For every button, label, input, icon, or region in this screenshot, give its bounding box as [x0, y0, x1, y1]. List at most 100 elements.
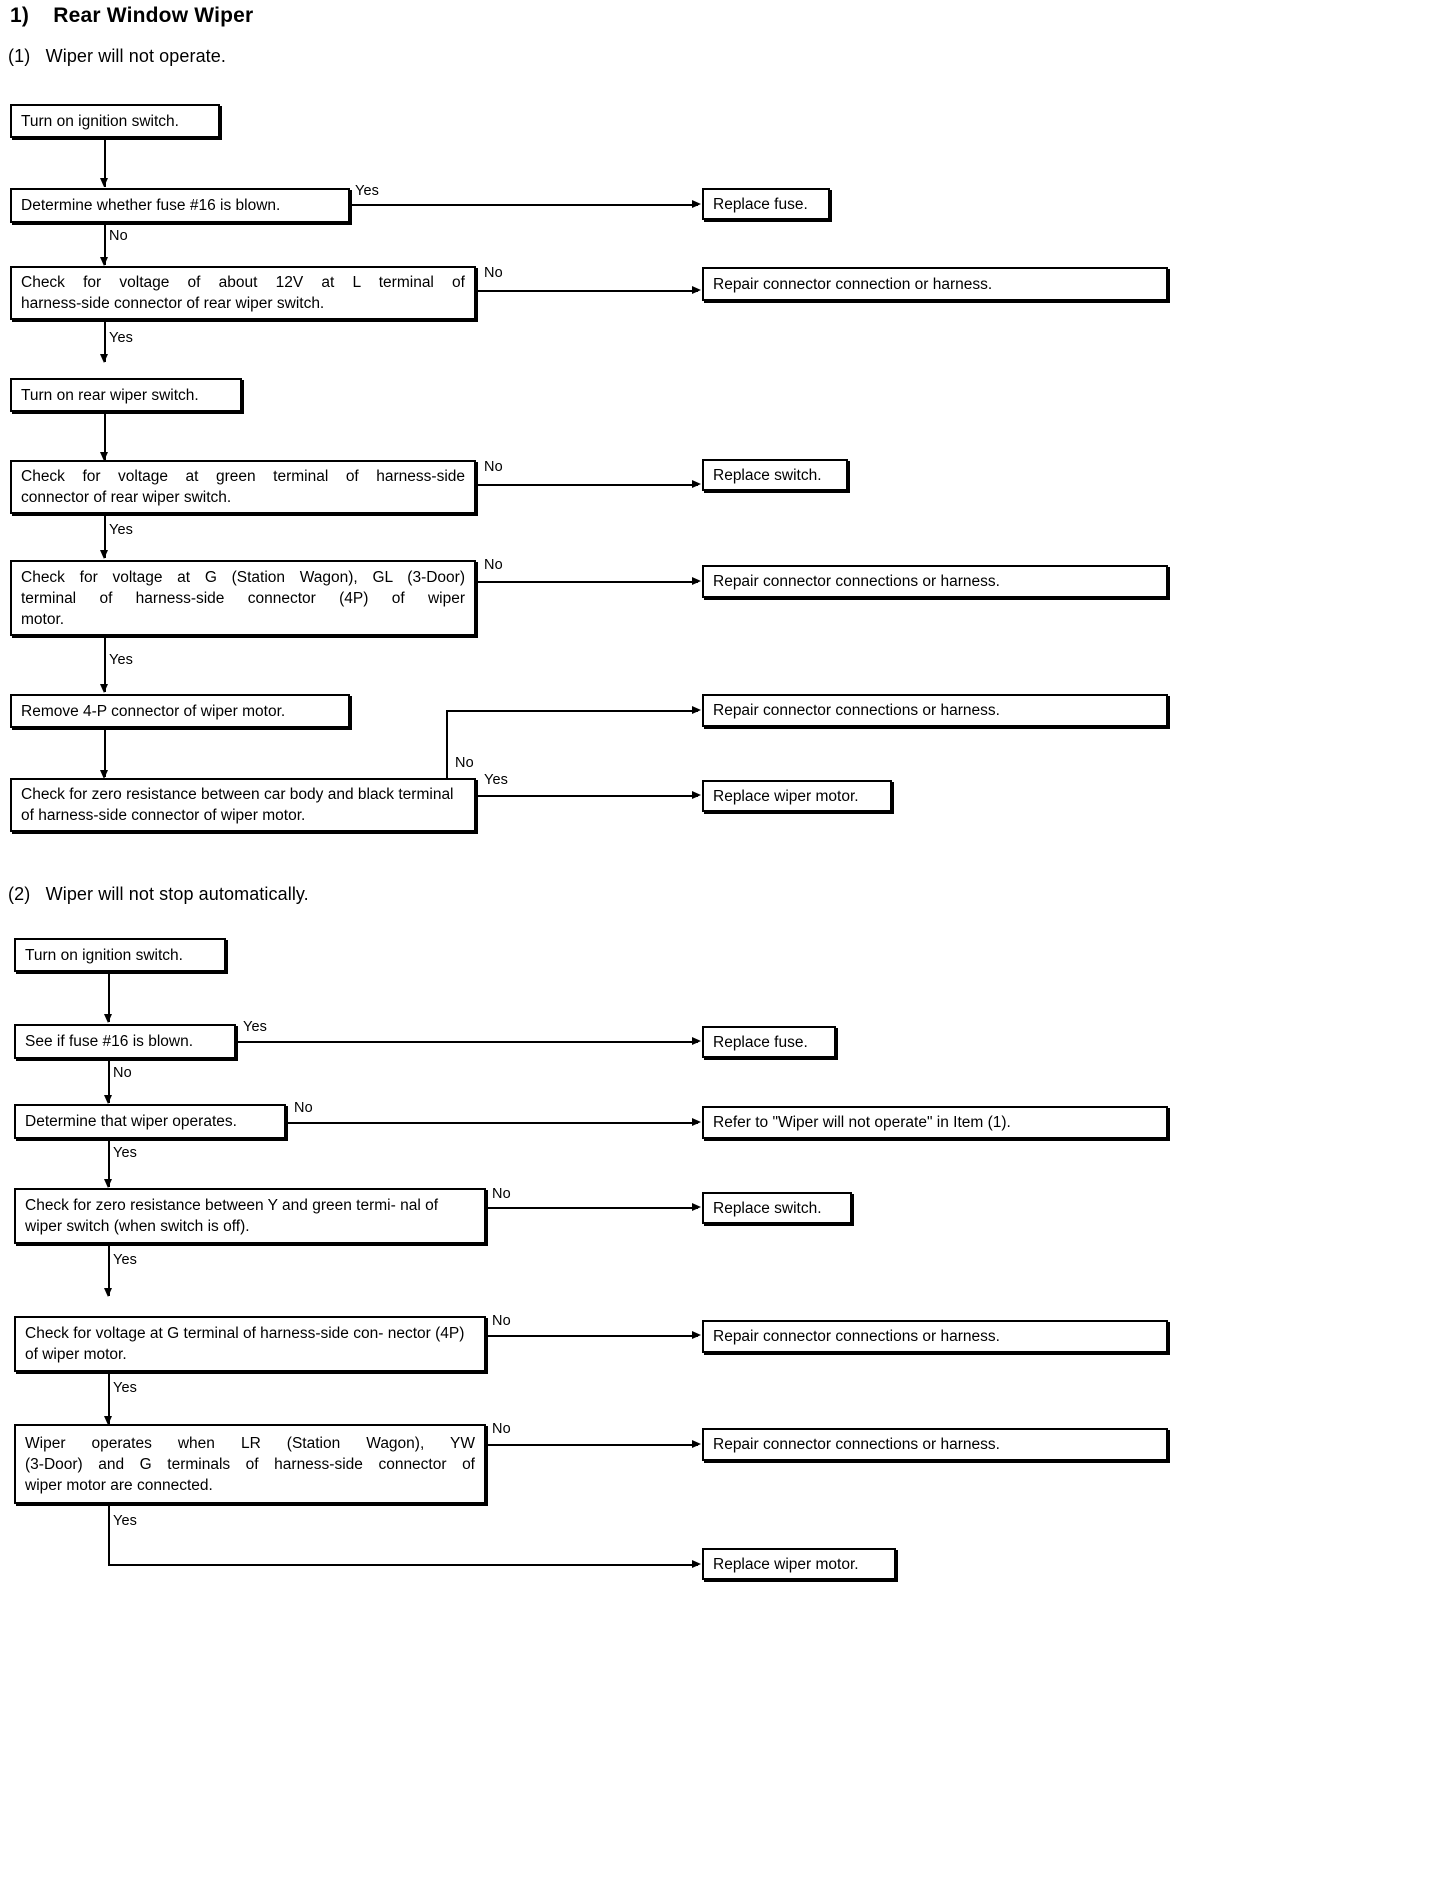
result-box-replace-fuse-2: Replace fuse. [702, 1026, 836, 1058]
arrow-right-icon [692, 1560, 701, 1568]
arrow-right-icon [692, 1440, 701, 1448]
result-text: Repair connector connections or harness. [713, 702, 1000, 719]
connector-line [476, 290, 698, 292]
step-text: Check for voltage at green terminal of h… [12, 466, 474, 508]
arrow-down-icon [100, 178, 108, 187]
branch-label-yes: Yes [113, 1252, 137, 1268]
connector-line [104, 636, 106, 692]
arrow-right-icon [692, 286, 701, 294]
result-text: Replace switch. [713, 466, 822, 484]
step-text-line: Check for voltage at G terminal of harne… [25, 1325, 384, 1342]
step-text-line: Check for zero resistance between car bo… [21, 786, 395, 803]
step-text-line: motor. [21, 610, 65, 628]
decision-box-fuse-16-blown: Determine whether fuse #16 is blown. [10, 188, 350, 223]
connector-line [108, 1244, 110, 1296]
section-title: Rear Window Wiper [53, 4, 254, 27]
arrow-down-icon [100, 770, 108, 779]
step-text-line: Check for voltage at green terminal of h… [21, 468, 465, 485]
arrow-down-icon [100, 550, 108, 559]
arrow-down-icon [104, 1179, 112, 1188]
subsection-2-number: (2) [8, 884, 31, 904]
connector-line [104, 223, 106, 265]
connector-line [476, 581, 698, 583]
step-text: Check for voltage of about 12V at L term… [12, 272, 474, 314]
step-text-line: terminal of harness-side connector of wi… [21, 786, 454, 824]
connector-line [108, 1564, 698, 1566]
connector-line [486, 1444, 698, 1446]
step-text: Check for zero resistance between Y and … [16, 1195, 484, 1237]
branch-label-yes: Yes [109, 652, 133, 668]
result-box-replace-wiper-motor-2: Replace wiper motor. [702, 1548, 896, 1580]
connector-line [486, 1207, 698, 1209]
branch-label-yes: Yes [243, 1019, 267, 1035]
connector-line [476, 795, 698, 797]
arrow-right-icon [692, 577, 701, 585]
arrow-down-icon [104, 1095, 112, 1104]
step-text-line: Check for voltage at G (Station Wagon), … [21, 568, 465, 586]
step-text-line: Check for zero resistance between Y and … [25, 1197, 396, 1214]
connector-line [104, 514, 106, 558]
step-text: Check for voltage at G terminal of harne… [16, 1323, 484, 1365]
branch-label-yes: Yes [113, 1145, 137, 1161]
arrow-down-icon [104, 1288, 112, 1297]
connector-line [108, 1139, 110, 1187]
connector-line [108, 1504, 110, 1566]
branch-label-no: No [492, 1421, 511, 1437]
arrow-right-icon [692, 1331, 701, 1339]
arrow-down-icon [100, 257, 108, 266]
step-text-line: harness-side connector of rear wiper swi… [21, 295, 325, 312]
arrow-down-icon [104, 1014, 112, 1023]
result-text: Repair connector connections or harness. [713, 1328, 1000, 1345]
decision-box-wiper-operates-lr-yw-g-terminals: Wiper operates when LR (Station Wagon), … [14, 1424, 486, 1504]
decision-box-check-zero-resistance-car-body: Check for zero resistance between car bo… [10, 778, 476, 832]
result-text: Refer to "Wiper will not operate" in Ite… [713, 1114, 1011, 1131]
step-text-line: Check for voltage of about 12V at L term… [21, 274, 465, 291]
subsection-1-title: Wiper will not operate. [45, 46, 226, 66]
connector-line [446, 710, 448, 786]
branch-label-no: No [492, 1313, 511, 1329]
branch-label-yes: Yes [484, 772, 508, 788]
decision-box-check-voltage-green-terminal: Check for voltage at green terminal of h… [10, 460, 476, 514]
arrow-right-icon [692, 791, 701, 799]
result-box-refer-to-wiper-will-not-operate: Refer to "Wiper will not operate" in Ite… [702, 1106, 1168, 1139]
result-box-repair-connector-connections-or-harness: Repair connector connections or harness. [702, 565, 1168, 598]
step-box-turn-on-ignition-switch-2: Turn on ignition switch. [14, 938, 226, 972]
step-text: Turn on ignition switch. [21, 112, 179, 130]
result-box-repair-connector-connections-or-harness-4: Repair connector connections or harness. [702, 1428, 1168, 1461]
result-text: Replace wiper motor. [713, 787, 859, 805]
branch-label-no: No [492, 1186, 511, 1202]
branch-label-yes: Yes [109, 522, 133, 538]
step-text-line: terminal of harness-side connector (4P) … [21, 589, 465, 607]
step-text: Remove 4-P connector of wiper motor. [21, 702, 286, 720]
decision-box-check-voltage-g-terminal-4p: Check for voltage at G terminal of harne… [14, 1316, 486, 1372]
result-box-replace-fuse: Replace fuse. [702, 188, 830, 220]
connector-line [104, 412, 106, 460]
connector-line [104, 320, 106, 362]
decision-box-check-voltage-g-gl-terminal: Check for voltage at G (Station Wagon), … [10, 560, 476, 636]
branch-label-no: No [484, 265, 503, 281]
connector-line [286, 1122, 698, 1124]
result-text: Repair connector connections or harness. [713, 573, 1000, 590]
result-text: Replace switch. [713, 1199, 822, 1217]
subsection-2-title: Wiper will not stop automatically. [45, 884, 309, 904]
connector-line [104, 728, 106, 777]
branch-label-yes: Yes [355, 183, 379, 199]
step-text: Check for voltage at G (Station Wagon), … [12, 567, 474, 630]
arrow-right-icon [692, 1203, 701, 1211]
step-text: See if fuse #16 is blown. [25, 1033, 194, 1050]
page-title: 1) Rear Window Wiper [10, 4, 253, 28]
connector-line [476, 484, 698, 486]
step-box-turn-on-ignition-switch: Turn on ignition switch. [10, 104, 220, 138]
decision-box-determine-wiper-operates: Determine that wiper operates. [14, 1104, 286, 1139]
step-text-line: (3-Door) and G terminals of harness-side… [25, 1455, 475, 1473]
result-box-repair-connector-connections-or-harness-2: Repair connector connections or harness. [702, 694, 1168, 727]
arrow-right-icon [692, 200, 701, 208]
arrow-right-icon [692, 706, 701, 714]
step-text: Turn on ignition switch. [25, 946, 183, 964]
step-text: Wiper operates when LR (Station Wagon), … [16, 1433, 484, 1496]
step-text: Turn on rear wiper switch. [21, 386, 199, 404]
branch-label-no: No [484, 459, 503, 475]
subsection-1-number: (1) [8, 46, 31, 66]
arrow-right-icon [692, 1118, 701, 1126]
